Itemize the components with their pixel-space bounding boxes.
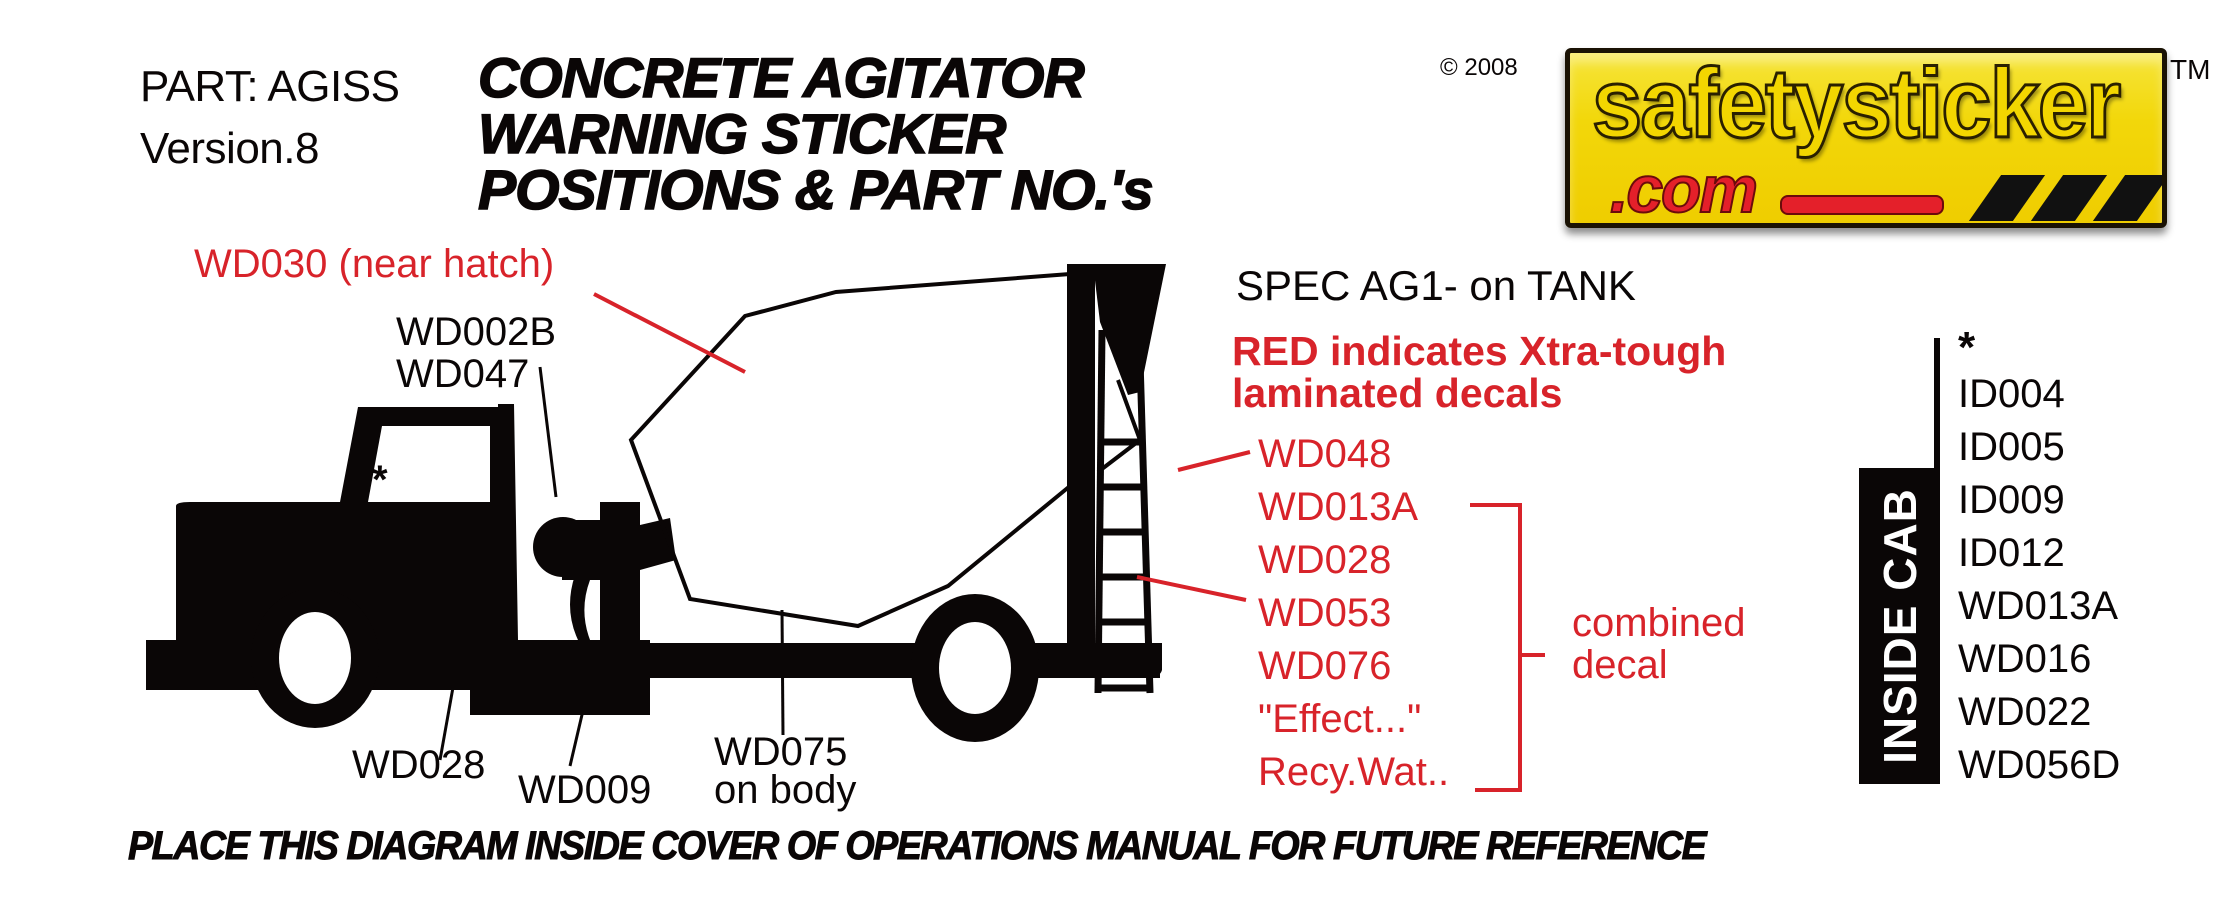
label-wd075-line2: on body — [714, 768, 857, 812]
title-line-1: CONCRETE AGITATOR — [477, 46, 1085, 109]
inside-cab-divider — [1934, 338, 1940, 473]
cab-item: ID012 — [1958, 531, 2065, 575]
tank-item: WD028 — [1258, 538, 1392, 582]
label-wd047: WD047 — [396, 352, 530, 396]
inside-cab-badge: INSIDE CAB — [1859, 468, 1940, 784]
tank-item: Recy.Wat.. — [1258, 750, 1450, 794]
asterisk-icon: * — [1958, 323, 1976, 372]
leader-lines — [438, 366, 785, 767]
tank-item: WD013A — [1258, 485, 1419, 529]
cab-window — [368, 426, 490, 502]
rear-stand-icon — [1067, 264, 1166, 649]
cab-item: ID005 — [1958, 425, 2065, 469]
cab-item: WD016 — [1958, 637, 2092, 681]
label-wd028: WD028 — [352, 743, 486, 787]
label-wd030: WD030 (near hatch) — [194, 242, 555, 286]
red-leader-lines — [593, 292, 1545, 792]
combined-line-1: combined — [1572, 601, 1746, 645]
wheel-icon — [251, 588, 1039, 742]
tank-item: "Effect..." — [1258, 697, 1422, 741]
tank-item: WD048 — [1258, 432, 1392, 476]
ladder-icon — [1094, 329, 1154, 694]
title-line-3: POSITIONS & PART NO.'s — [477, 158, 1154, 221]
label-wd075-line1: WD075 — [714, 730, 848, 774]
safetysticker-logo: safetysticker .com — [1565, 48, 2167, 228]
red-note-line-1: RED indicates Xtra-tough — [1232, 328, 1727, 374]
page-title: CONCRETE AGITATOR WARNING STICKER POSITI… — [477, 46, 1154, 221]
truck-chassis-icon — [470, 502, 1162, 715]
combined-decal-label: combined decal — [1572, 602, 1745, 686]
part-number: PART: AGISS — [140, 62, 400, 111]
tank-item: WD053 — [1258, 591, 1392, 635]
cab-item: WD056D — [1958, 743, 2121, 787]
trademark: TM — [2170, 54, 2211, 85]
mixer-drum-outline — [628, 272, 1072, 629]
cab-item: ID009 — [1958, 478, 2065, 522]
cab-item: WD022 — [1958, 690, 2092, 734]
cab-item: WD013A — [1958, 584, 2119, 628]
inside-cab-list: * ID004 ID005 ID009 ID012 WD013A WD016 W… — [1958, 323, 2121, 792]
part-info: PART: AGISS Version.8 — [140, 56, 400, 180]
red-note-line-2: laminated decals — [1232, 370, 1563, 416]
label-wd009: WD009 — [518, 768, 652, 812]
logo-underline-bar — [1780, 195, 1944, 215]
combined-line-2: decal — [1572, 643, 1668, 687]
red-legend-note: RED indicates Xtra-tough laminated decal… — [1232, 330, 1726, 414]
cab-item: ID004 — [1958, 372, 2065, 416]
title-line-2: WARNING STICKER — [477, 102, 1007, 165]
cab-star-marker: * — [372, 458, 388, 502]
tank-decal-list: WD048 WD013A WD028 WD053 WD076 "Effect..… — [1258, 428, 1449, 799]
tank-item: WD076 — [1258, 644, 1392, 688]
logo-main-text: safetysticker — [1591, 48, 2123, 160]
label-wd002b: WD002B — [396, 310, 557, 354]
logo-domain-text: .com — [1609, 151, 1759, 226]
version-number: Version.8 — [140, 124, 319, 173]
inside-cab-label: INSIDE CAB — [1873, 488, 1926, 764]
spec-heading: SPEC AG1- on TANK — [1236, 262, 1636, 309]
footer-instruction: PLACE THIS DIAGRAM INSIDE COVER OF OPERA… — [128, 824, 1708, 869]
label-wd075: WD075 on body — [714, 730, 857, 812]
copyright: © 2008 — [1440, 54, 1518, 81]
